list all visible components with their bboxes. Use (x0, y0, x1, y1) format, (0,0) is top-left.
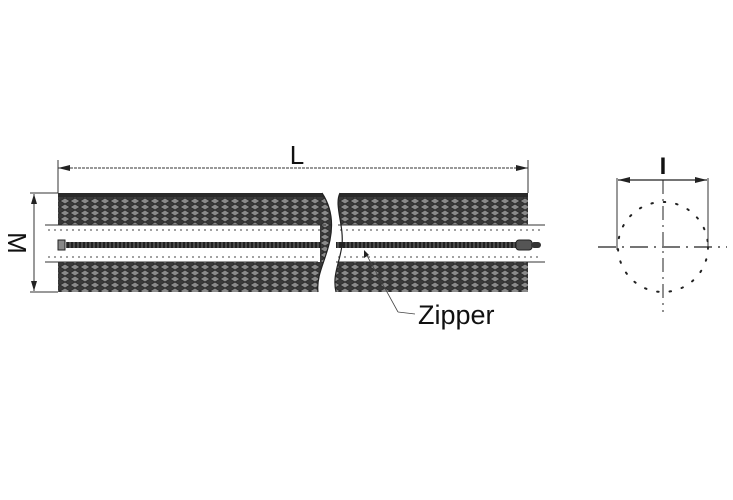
length-dimension: L (57, 140, 529, 193)
length-label: L (290, 140, 304, 170)
zipper-callout: Zipper (364, 250, 495, 330)
width-label: M (2, 232, 32, 254)
cross-section-view: I (598, 153, 727, 312)
diameter-label: I (660, 153, 667, 180)
width-dimension: M (2, 192, 58, 293)
zipper-label: Zipper (418, 300, 495, 330)
zipper-pull (515, 239, 541, 251)
zipper-stop (57, 239, 66, 251)
zipper (45, 192, 545, 293)
